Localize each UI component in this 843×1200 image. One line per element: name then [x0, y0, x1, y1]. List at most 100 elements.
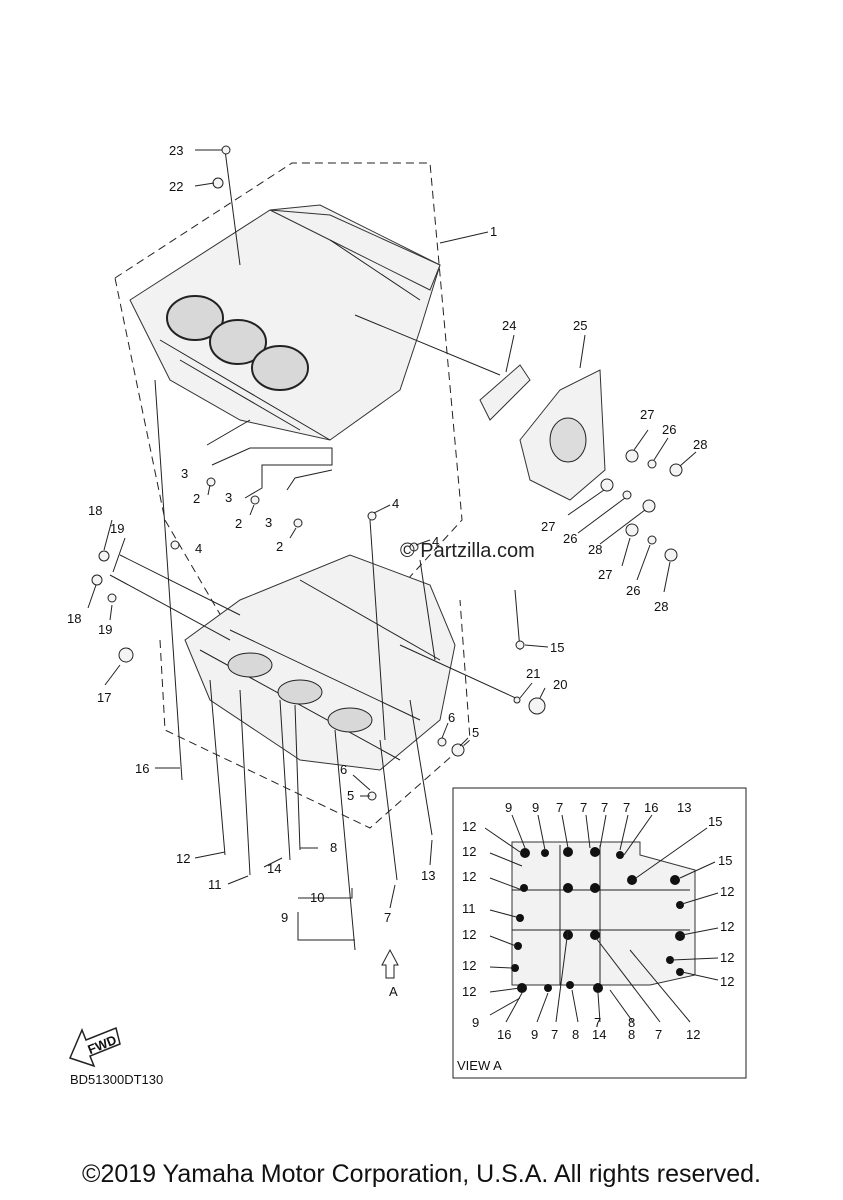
view-left-5: 12: [462, 958, 476, 973]
callout-19b: 19: [98, 622, 112, 637]
view-top-8: 15: [708, 814, 722, 829]
callout-3c: 3: [265, 515, 272, 530]
callout-4c: 4: [432, 534, 439, 549]
view-right-4: 12: [720, 974, 734, 989]
callout-6a: 6: [448, 710, 455, 725]
callout-9: 9: [281, 910, 288, 925]
view-bottom-3: 8: [572, 1027, 579, 1042]
cylinder-bore-3: [251, 345, 309, 391]
callout-6b: 6: [340, 762, 347, 777]
callout-4a: 4: [195, 541, 202, 556]
callout-23: 23: [169, 143, 183, 158]
upper-assembly-boundary: [114, 162, 463, 641]
callout-labels: 1 2 2 2 3 3 3 4 4 4 5 5 6 6 7 8 9 10 11 …: [67, 143, 707, 999]
callout-24: 24: [502, 318, 516, 333]
callout-28a: 28: [693, 437, 707, 452]
view-right-1: 12: [720, 884, 734, 899]
cylinder-bore-1: [166, 295, 224, 341]
callout-27a: 27: [640, 407, 654, 422]
callout-20: 20: [553, 677, 567, 692]
callout-19a: 19: [110, 521, 124, 536]
view-right-3: 12: [720, 950, 734, 965]
callout-2c: 2: [276, 539, 283, 554]
callout-14: 14: [267, 861, 281, 876]
copyright-notice: ©2019 Yamaha Motor Corporation, U.S.A. A…: [82, 1160, 761, 1188]
view-top-3: 7: [580, 800, 587, 815]
view-a-title: VIEW A: [457, 1058, 502, 1073]
view-bottom-5: 8: [628, 1027, 635, 1042]
leader-lines: [87, 149, 697, 941]
callout-10: 10: [310, 890, 324, 905]
callout-5a: 5: [472, 725, 479, 740]
view-bottom-2: 7: [551, 1027, 558, 1042]
callout-28b: 28: [588, 542, 602, 557]
callout-15: 15: [550, 640, 564, 655]
callout-27b: 27: [541, 519, 555, 534]
fwd-label: FWD: [86, 1032, 119, 1057]
view-left-3: 11: [462, 901, 476, 916]
cylinder-block: [479, 364, 606, 501]
callout-17: 17: [97, 690, 111, 705]
callout-1: 1: [490, 224, 497, 239]
view-top-7: 13: [677, 800, 691, 815]
callout-5b: 5: [347, 788, 354, 803]
view-left-2: 12: [462, 869, 476, 884]
view-top-0: 9: [505, 800, 512, 815]
fasteners: [91, 145, 683, 801]
cylinder-bore-2: [209, 319, 267, 365]
view-right-2: 12: [720, 919, 734, 934]
view-left-0: 12: [462, 819, 476, 834]
lower-assembly-boundary: [159, 599, 471, 829]
callout-2a: 2: [193, 491, 200, 506]
view-a-arrow: [381, 948, 399, 979]
view-left-1: 12: [462, 844, 476, 859]
callout-2b: 2: [235, 516, 242, 531]
upper-crankcase: [129, 204, 441, 441]
callout-26b: 26: [563, 531, 577, 546]
view-bottom-7: 8: [628, 1015, 635, 1030]
callout-7: 7: [384, 910, 391, 925]
callout-12: 12: [176, 851, 190, 866]
view-bottom-6: 14: [592, 1027, 606, 1042]
callout-4b: 4: [392, 496, 399, 511]
callout-26c: 26: [626, 583, 640, 598]
view-top-4: 7: [601, 800, 608, 815]
callout-21: 21: [526, 666, 540, 681]
diagram-code: BD51300DT130: [70, 1072, 164, 1087]
view-top-1: 9: [532, 800, 539, 815]
callout-3a: 3: [181, 466, 188, 481]
view-a-callouts: 9 9 7 7 7 7 16 13 15 12 12 12 11 12 12 1…: [462, 800, 734, 1042]
view-top-6: 16: [644, 800, 658, 815]
view-left-6: 12: [462, 984, 476, 999]
view-bottom-9: 12: [686, 1027, 700, 1042]
callout-18b: 18: [67, 611, 81, 626]
view-bottom-4: 7: [594, 1015, 601, 1030]
view-bottom-8: 7: [655, 1027, 662, 1042]
callout-26a: 26: [662, 422, 676, 437]
lower-crankcase: [184, 554, 456, 771]
callout-13: 13: [421, 868, 435, 883]
callout-11: 11: [208, 877, 222, 892]
view-bottom-1: 9: [531, 1027, 538, 1042]
callout-27c: 27: [598, 567, 612, 582]
view-left-7: 9: [472, 1015, 479, 1030]
callout-16: 16: [135, 761, 149, 776]
callout-28c: 28: [654, 599, 668, 614]
callout-22: 22: [169, 179, 183, 194]
view-a-box: [452, 787, 747, 1079]
view-a-bolt-marks: [511, 847, 685, 993]
watermark: © Partzilla.com: [400, 540, 535, 562]
callout-8: 8: [330, 840, 337, 855]
view-left-4: 12: [462, 927, 476, 942]
callout-18a: 18: [88, 503, 102, 518]
view-right-0: 15: [718, 853, 732, 868]
view-top-5: 7: [623, 800, 630, 815]
view-top-2: 7: [556, 800, 563, 815]
bolts: [109, 149, 521, 951]
view-a-arrow-label: A: [389, 984, 398, 999]
callout-3b: 3: [225, 490, 232, 505]
callout-25: 25: [573, 318, 587, 333]
fwd-arrow-icon: FWD: [68, 1026, 121, 1068]
view-bottom-0: 16: [497, 1027, 511, 1042]
